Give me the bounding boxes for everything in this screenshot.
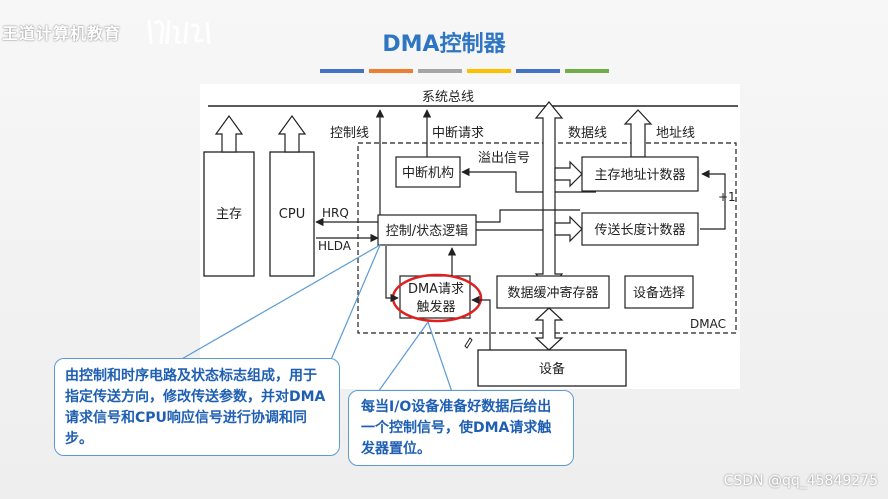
dmac-label: DMAC xyxy=(690,317,726,331)
data-buffer-label: 数据缓冲寄存器 xyxy=(507,285,598,301)
interrupt-request-label: 中断请求 xyxy=(432,126,484,141)
system-bus-label: 系统总线 xyxy=(422,90,474,105)
cpu-label: CPU xyxy=(279,207,305,222)
overflow-signal-label: 溢出信号 xyxy=(478,151,530,166)
device-box xyxy=(477,349,627,387)
accent-bar-1 xyxy=(320,69,364,73)
interrupt-mechanism-box xyxy=(395,156,461,188)
watermark-text: 王道计算机教育 xyxy=(2,24,122,43)
accent-bar-6 xyxy=(565,69,609,73)
callout2-pointer-a xyxy=(377,321,429,393)
device-label: 设备 xyxy=(539,361,565,377)
hrq-label: HRQ xyxy=(322,206,349,220)
control-line-label: 控制线 xyxy=(330,126,369,141)
main-memory-box xyxy=(203,151,255,277)
callout1-pointer-b xyxy=(329,244,381,363)
pen-cursor-icon xyxy=(464,337,473,349)
main-address-counter-label: 主存地址计数器 xyxy=(594,168,685,183)
cpu-box xyxy=(269,151,315,277)
data-line-bus xyxy=(534,101,564,291)
data-buffer-box xyxy=(496,275,610,309)
interrupt-mechanism-label: 中断机构 xyxy=(402,166,454,181)
increment-feedback-line xyxy=(700,169,726,230)
cpu-bus-arrow xyxy=(277,114,307,153)
callout2-pointer-b xyxy=(427,321,453,393)
trigger-callout: 每当I/O设备准备好数据后给出一个控制信号，使DMA请求触发器置位。 xyxy=(348,390,574,466)
increment-label: +1 xyxy=(718,190,736,204)
device-select-box xyxy=(624,275,694,309)
control-logic-callout: 由控制和时序电路及状态标志组成，用于指定传送方向，修改传送参数，并对DMA请求信… xyxy=(54,358,340,456)
accent-bar-2 xyxy=(369,69,413,73)
address-line-label: 地址线 xyxy=(656,126,695,141)
buffer-device-arrow xyxy=(534,307,564,351)
control-to-trigger-arrow xyxy=(385,246,399,303)
address-line-arrow xyxy=(623,109,653,158)
callout1-pointer-a xyxy=(179,244,381,361)
device-select-label: 设备选择 xyxy=(633,285,685,301)
page-title: DMA控制器 xyxy=(382,32,506,57)
main-memory-label: 主存 xyxy=(216,207,242,222)
transfer-length-counter-label: 传送长度计数器 xyxy=(594,222,685,238)
dma-trigger-label-line2: 触发器 xyxy=(416,299,455,315)
control-logic-label: 控制/状态逻辑 xyxy=(386,224,468,239)
transfer-length-counter-box xyxy=(581,212,699,246)
data-line-label: 数据线 xyxy=(568,126,607,141)
footer-credit: CSDN @qq_45849275 xyxy=(723,473,878,489)
accent-bar-3 xyxy=(418,69,462,73)
address-counter-input-arrow xyxy=(554,160,583,188)
main-memory-bus-arrow xyxy=(214,114,244,153)
length-counter-input-arrow xyxy=(554,215,583,243)
accent-bar-5 xyxy=(516,69,560,73)
dma-trigger-label-line1: DMA请求 xyxy=(408,282,464,297)
overflow-signal-arrow xyxy=(461,167,596,193)
hlda-label: HLDA xyxy=(318,239,352,253)
control-logic-box xyxy=(377,214,477,246)
accent-bar-4 xyxy=(467,69,511,73)
signature-logo xyxy=(147,19,211,45)
counter-to-control-line xyxy=(476,209,580,223)
